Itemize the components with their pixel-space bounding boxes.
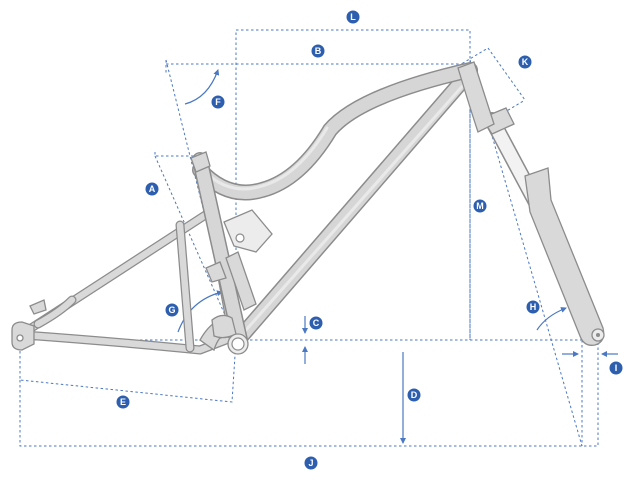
seat-tube <box>193 153 247 347</box>
badge-l: L <box>345 9 361 25</box>
chainstay <box>20 331 230 354</box>
dimension-e-line <box>19 339 237 403</box>
badge-a: A <box>144 181 160 197</box>
top-tube <box>193 63 477 199</box>
badge-j: J <box>303 455 319 471</box>
fork-lower-leg <box>524 167 605 346</box>
seatstay-brace <box>34 296 76 328</box>
svg-text:B: B <box>315 46 322 56</box>
bottom-bracket-bore <box>231 337 245 351</box>
dimension-g-arc <box>177 290 223 333</box>
head-tube <box>457 61 495 133</box>
dimension-a-line <box>154 152 195 157</box>
rocker-link <box>223 209 273 253</box>
fork-crown <box>481 107 515 135</box>
seat-collar <box>190 151 211 173</box>
linkage-lower <box>211 314 237 339</box>
dimension-k-box-2 <box>457 47 489 67</box>
badge-c: C <box>308 315 324 331</box>
rear-axle <box>16 334 24 342</box>
dimension-f-arc <box>184 69 220 105</box>
svg-text:L: L <box>350 12 356 22</box>
svg-text:C: C <box>313 318 320 328</box>
main-frame <box>190 61 495 355</box>
rocker-pivot <box>235 233 245 243</box>
svg-text:I: I <box>615 363 618 373</box>
svg-text:A: A <box>149 184 156 194</box>
suspension-fork <box>481 107 605 346</box>
top-tube-highlight <box>203 126 329 191</box>
pivot-housing <box>205 261 227 283</box>
svg-text:J: J <box>308 458 313 468</box>
down-tube-highlight <box>244 80 468 332</box>
svg-text:D: D <box>411 390 418 400</box>
badge-i: I <box>608 360 624 376</box>
svg-text:F: F <box>215 97 221 107</box>
dimension-k-box-1 <box>487 47 526 101</box>
svg-text:K: K <box>522 57 529 67</box>
badge-g: G <box>164 302 180 318</box>
svg-text:M: M <box>476 201 484 211</box>
dimension-h-arc <box>536 307 567 331</box>
shock-body <box>225 251 257 311</box>
rear-link <box>176 221 194 352</box>
badge-h: H <box>525 299 541 315</box>
dimension-j-line <box>19 340 599 447</box>
badge-d: D <box>406 387 422 403</box>
badge-b: B <box>310 43 326 59</box>
svg-text:E: E <box>120 397 126 407</box>
badge-m: M <box>472 198 488 214</box>
fork-axle <box>596 333 600 337</box>
svg-text:G: G <box>168 305 175 315</box>
svg-text:H: H <box>530 302 537 312</box>
badge-f: F <box>210 94 226 110</box>
badge-e: E <box>115 394 131 410</box>
rear-triangle <box>11 207 237 355</box>
dimension-a-diag <box>154 155 237 341</box>
badge-k: K <box>517 54 533 70</box>
brake-mount <box>29 299 47 315</box>
